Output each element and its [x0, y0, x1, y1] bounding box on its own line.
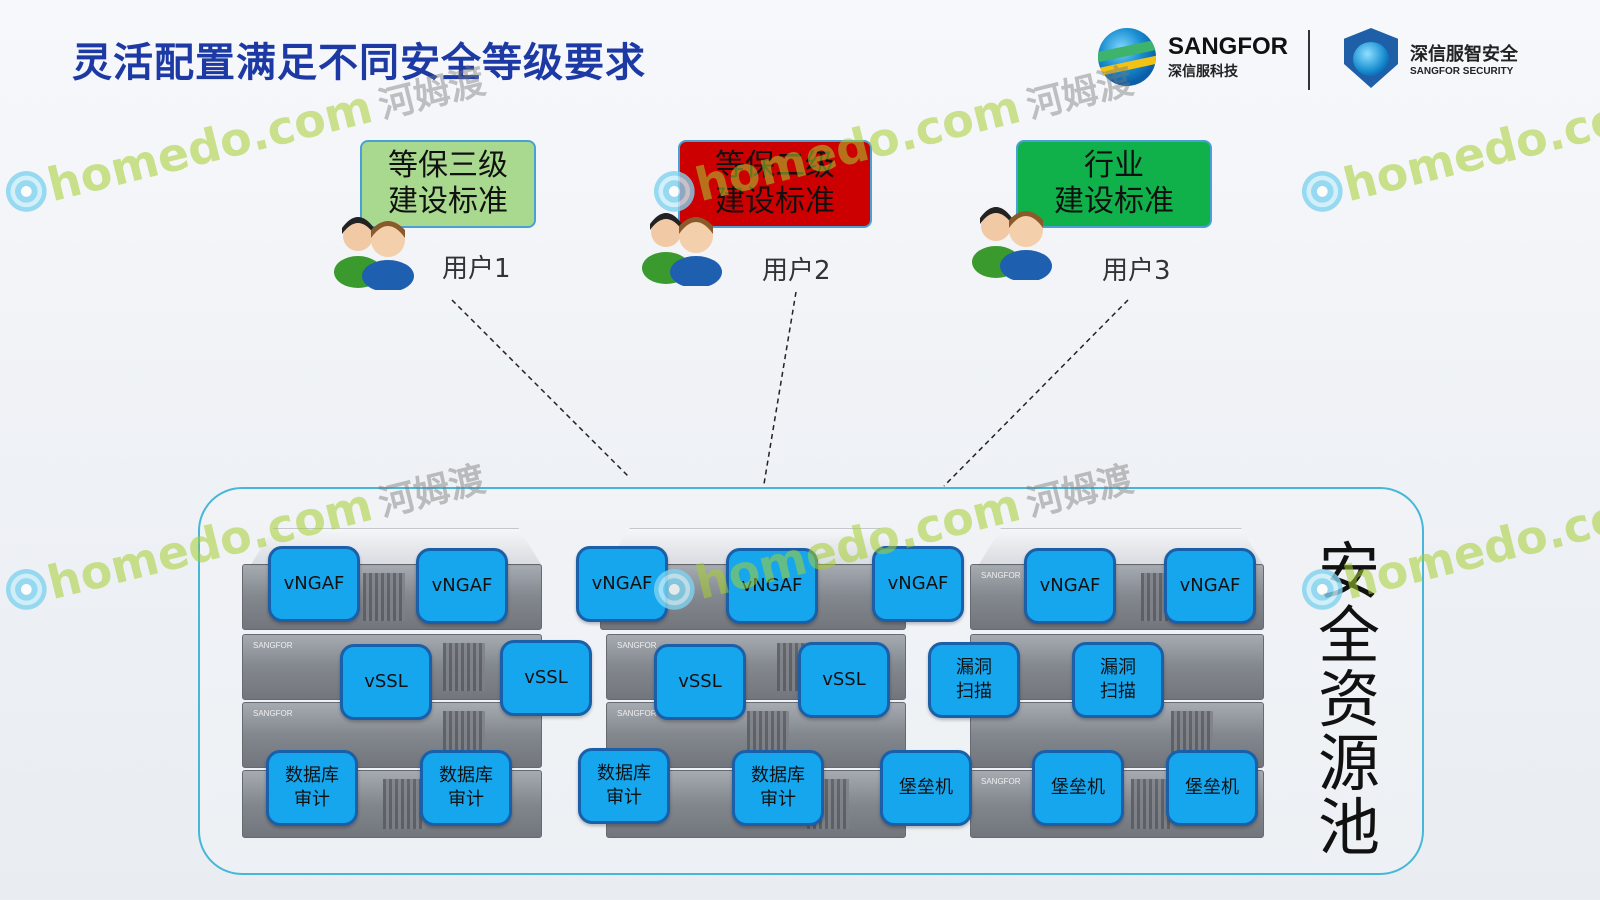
users-icon: [334, 217, 414, 290]
security-logo: 深信服智安全 SANGFOR SECURITY: [1344, 28, 1518, 88]
vngaf-chip: vNGAF: [576, 546, 668, 622]
security-logo-cn: 深信服智安全: [1410, 43, 1518, 65]
bastion-host-chip: 堡垒机: [880, 750, 972, 826]
connector-user2: [763, 291, 797, 485]
db-audit-chip: 数据库审计: [578, 748, 670, 824]
vuln-scan-chip: 漏洞扫描: [1072, 642, 1164, 718]
page-title: 灵活配置满足不同安全等级要求: [72, 40, 646, 86]
user2-label: 用户2: [762, 256, 831, 286]
user1-label: 用户1: [442, 254, 511, 284]
pool-title: 安全资源池: [1318, 535, 1381, 864]
db-audit-chip: 数据库审计: [732, 750, 824, 826]
vngaf-chip: vNGAF: [416, 548, 508, 624]
vssl-chip: vSSL: [500, 640, 592, 716]
vngaf-chip: vNGAF: [872, 546, 964, 622]
vngaf-chip: vNGAF: [726, 548, 818, 624]
bastion-host-chip: 堡垒机: [1032, 750, 1124, 826]
bastion-host-chip: 堡垒机: [1166, 750, 1258, 826]
users-icon: [642, 213, 722, 286]
sangfor-logo: SANGFOR 深信服科技: [1098, 28, 1288, 86]
standard-box-user2: 等保二级建设标准: [678, 140, 872, 228]
standard-box-user1: 等保三级建设标准: [360, 140, 536, 228]
vngaf-chip: vNGAF: [1164, 548, 1256, 624]
standard-box-user3: 行业建设标准: [1016, 140, 1212, 228]
security-logo-en: SANGFOR SECURITY: [1410, 65, 1514, 77]
logo-divider: [1308, 30, 1310, 90]
vssl-chip: vSSL: [340, 644, 432, 720]
vngaf-chip: vNGAF: [268, 546, 360, 622]
vssl-chip: vSSL: [798, 642, 890, 718]
db-audit-chip: 数据库审计: [420, 750, 512, 826]
user3-label: 用户3: [1102, 256, 1171, 286]
vuln-scan-chip: 漏洞扫描: [928, 642, 1020, 718]
connector-user1: [451, 299, 629, 477]
connector-user3: [943, 299, 1129, 487]
globe-icon: [1098, 28, 1156, 86]
vngaf-chip: vNGAF: [1024, 548, 1116, 624]
users-icon: [972, 207, 1052, 280]
sangfor-logo-cn: 深信服科技: [1168, 64, 1238, 80]
db-audit-chip: 数据库审计: [266, 750, 358, 826]
vssl-chip: vSSL: [654, 644, 746, 720]
sangfor-logo-en: SANGFOR: [1168, 33, 1288, 60]
